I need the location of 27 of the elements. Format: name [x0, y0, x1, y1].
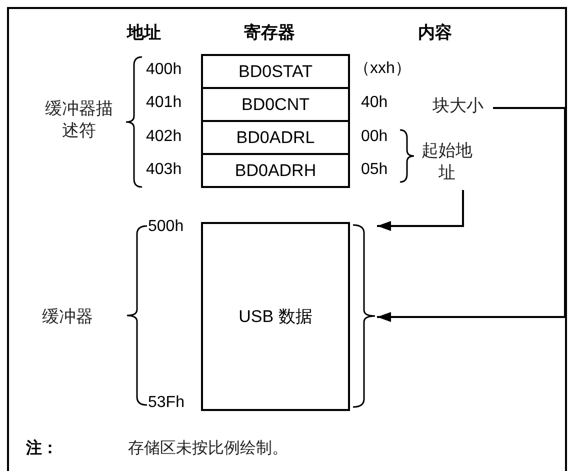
value-label: 05h	[361, 161, 388, 180]
address-label: 400h	[146, 61, 182, 80]
value-label: 00h	[361, 128, 388, 146]
note-label: 注：	[26, 440, 58, 458]
block-size-label: 块大小	[423, 95, 493, 120]
value-label: 40h	[361, 94, 388, 112]
register-cell: BD0CNT	[201, 87, 350, 122]
address-label: 500h	[148, 218, 184, 236]
register-cell: BD0STAT	[201, 54, 350, 89]
register-cell: BD0ADRH	[201, 153, 350, 188]
arrow	[377, 107, 566, 322]
start-address-label: 起始地址	[421, 140, 473, 190]
group-label: 缓冲器	[42, 307, 93, 327]
brace	[352, 224, 377, 408]
column-header: 寄存器	[244, 23, 295, 43]
value-label: （xxh）	[354, 60, 411, 78]
group-label: 缓冲器描述符	[44, 98, 114, 142]
address-label: 402h	[146, 128, 182, 146]
note-text: 存储区未按比例绘制。	[128, 440, 288, 458]
address-label: 401h	[146, 94, 182, 112]
address-label: 53Fh	[148, 394, 184, 412]
register-cell: BD0ADRL	[201, 120, 350, 155]
column-header: 地址	[127, 23, 161, 43]
arrow	[377, 190, 464, 231]
column-header: 内容	[418, 23, 452, 43]
address-label: 403h	[146, 161, 182, 180]
buffer-box: USB 数据	[201, 222, 350, 411]
